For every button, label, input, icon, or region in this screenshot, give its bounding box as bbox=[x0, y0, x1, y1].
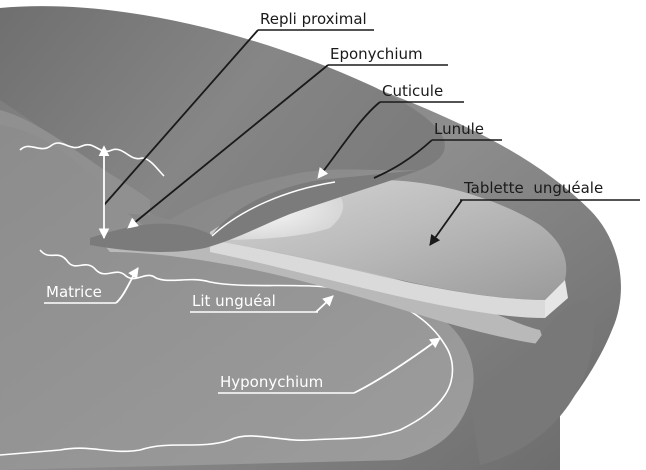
label-lit-ungueal: Lit unguéal bbox=[192, 292, 276, 310]
label-repli-proximal: Repli proximal bbox=[260, 10, 367, 28]
label-eponychium: Eponychium bbox=[330, 45, 423, 63]
label-hyponychium: Hyponychium bbox=[220, 373, 323, 391]
label-lunule: Lunule bbox=[434, 120, 484, 138]
label-matrice: Matrice bbox=[46, 283, 102, 301]
label-cuticule: Cuticule bbox=[382, 82, 443, 100]
label-tablette-ungueale: Tablette unguéale bbox=[463, 179, 603, 197]
